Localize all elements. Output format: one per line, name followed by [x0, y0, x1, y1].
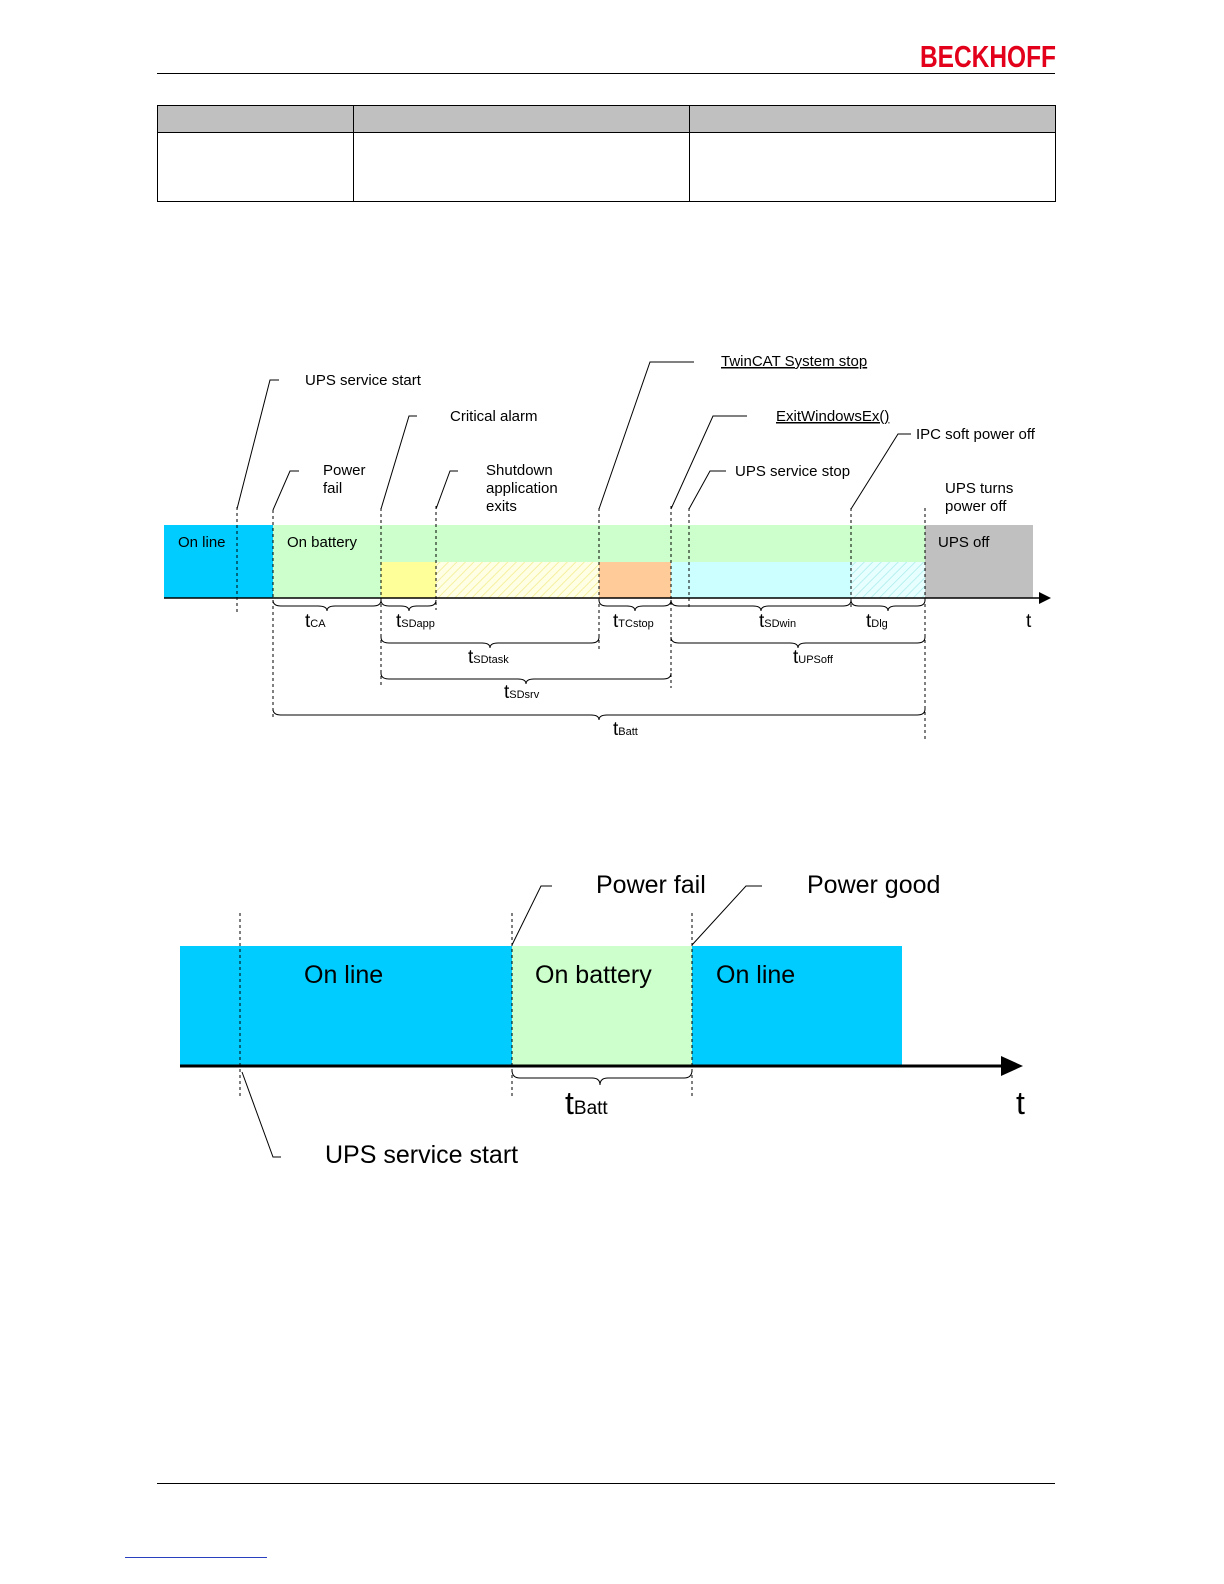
t-glyph: t: [759, 611, 765, 632]
sdwin-band: [671, 562, 851, 598]
t-glyph: t: [565, 1085, 574, 1121]
t-glyph: t: [504, 682, 510, 703]
table-cell: [157, 132, 354, 202]
power-fail-label-2: fail: [323, 480, 342, 497]
power-fail-label: Power fail: [596, 871, 706, 899]
ipc-soft-off-label: IPC soft power off: [916, 426, 1036, 443]
ups-shutdown-timeline-diagram: UPS service start Power fail Critical al…: [164, 353, 1051, 742]
t-upsoff-label: UPSoff: [798, 654, 834, 666]
footer-link-underline[interactable]: [125, 1557, 267, 1558]
svg-text:tTCstop: tTCstop: [613, 611, 654, 632]
beckhoff-logo: BECKHOFF: [920, 39, 1056, 72]
on-battery-state-band: [512, 946, 692, 1066]
time-axis-label: t: [1026, 611, 1032, 632]
ups-service-stop-label: UPS service stop: [735, 463, 850, 480]
ups-service-start-label: UPS service start: [325, 1141, 518, 1169]
twincat-stop-label: TwinCAT System stop: [721, 353, 867, 370]
duration-braces: [272, 599, 926, 721]
table-header-cell: [689, 105, 1056, 133]
t-sdsrv-label: SDsrv: [509, 689, 539, 701]
info-table: [157, 105, 1056, 202]
tcstop-band: [599, 562, 671, 598]
power-fail-timeline-diagram: Power fail Power good UPS service start …: [180, 871, 1025, 1169]
online-state-band: [164, 525, 273, 598]
table-cell: [352, 132, 691, 202]
svg-text:tSDsrv: tSDsrv: [504, 682, 540, 703]
shutdown-label-3: exits: [486, 498, 517, 515]
ups-service-start-label: UPS service start: [305, 372, 422, 389]
svg-text:tBatt: tBatt: [613, 719, 638, 740]
sdapp-hatched-band: [436, 562, 599, 598]
table-cell: [689, 132, 1056, 202]
t-batt-label: Batt: [574, 1098, 609, 1119]
t-glyph: t: [305, 611, 311, 632]
table-header-cell: [352, 105, 691, 133]
t-batt-brace: [511, 1069, 693, 1086]
callout-leaders: [241, 885, 762, 1158]
callout-leaders: [236, 361, 911, 511]
t-sdtask-label: SDtask: [473, 654, 509, 666]
online-state-label: On line: [178, 534, 226, 551]
duration-labels: tCA tSDapp tTCstop tSDwin tDlg tSDtask t…: [305, 611, 888, 740]
t-glyph: t: [468, 647, 474, 668]
critical-alarm-label: Critical alarm: [450, 408, 538, 425]
t-batt-label: Batt: [618, 726, 638, 738]
ups-off-state-label: UPS off: [938, 534, 990, 551]
svg-text:tSDapp: tSDapp: [396, 611, 435, 632]
power-good-label: Power good: [807, 871, 940, 899]
on-battery-state-label: On battery: [535, 961, 652, 989]
t-glyph: t: [396, 611, 402, 632]
table-header-row: [157, 105, 1056, 133]
ups-off-state-band: [925, 525, 1033, 598]
table-header-cell: [157, 105, 354, 133]
time-axis-arrow: [1001, 1056, 1023, 1076]
t-ca-label: CA: [310, 618, 326, 630]
dlg-hatched-band: [851, 562, 925, 598]
footer-rule: [157, 1483, 1055, 1484]
sdapp-band: [381, 562, 436, 598]
online-state-band-right: [692, 946, 902, 1066]
event-markers: [236, 506, 926, 742]
svg-text:tBatt: tBatt: [565, 1085, 608, 1121]
online-right-state-label: On line: [716, 961, 795, 989]
t-sdwin-label: SDwin: [764, 618, 796, 630]
t-glyph: t: [613, 719, 619, 740]
shutdown-label-2: application: [486, 480, 558, 497]
exit-windows-label: ExitWindowsEx(): [776, 408, 889, 425]
time-axis-arrow: [1039, 592, 1051, 604]
t-dlg-label: Dlg: [871, 618, 888, 630]
online-state-band-left: [180, 946, 512, 1066]
svg-text:tUPSoff: tUPSoff: [793, 647, 834, 668]
event-markers: [239, 913, 693, 1098]
online-left-state-label: On line: [304, 961, 383, 989]
ups-turns-off-label-1: UPS turns: [945, 480, 1013, 497]
on-battery-state-label: On battery: [287, 534, 358, 551]
brand-text: BECKHOFF: [920, 39, 1056, 72]
header-rule: [157, 73, 1055, 74]
table-row: [157, 132, 1056, 202]
t-glyph: t: [613, 611, 619, 632]
svg-text:tSDtask: tSDtask: [468, 647, 509, 668]
t-glyph: t: [793, 647, 799, 668]
t-tcstop-label: TCstop: [618, 618, 653, 630]
time-axis-label: t: [1016, 1085, 1025, 1121]
power-fail-label-1: Power: [323, 462, 366, 479]
svg-text:tCA: tCA: [305, 611, 326, 632]
t-sdapp-label: SDapp: [401, 618, 435, 630]
shutdown-label-1: Shutdown: [486, 462, 553, 479]
svg-text:tDlg: tDlg: [866, 611, 888, 632]
ups-turns-off-label-2: power off: [945, 498, 1007, 515]
t-glyph: t: [866, 611, 872, 632]
svg-text:tSDwin: tSDwin: [759, 611, 796, 632]
